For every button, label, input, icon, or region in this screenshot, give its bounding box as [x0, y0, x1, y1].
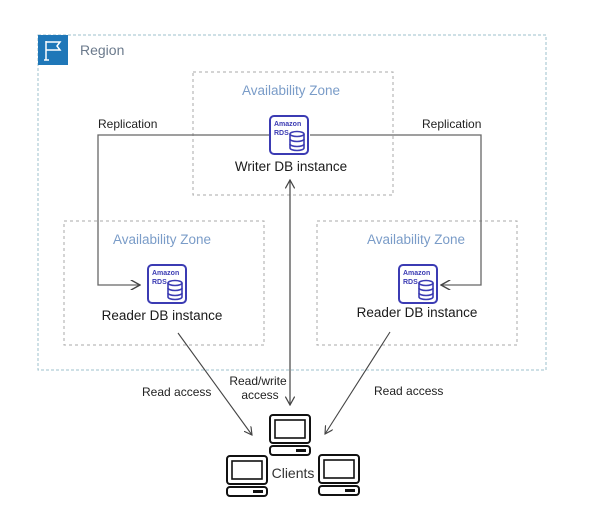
- rds-icon-writer: [269, 115, 309, 155]
- az-right-label: Availability Zone: [367, 232, 465, 247]
- region-label: Region: [80, 42, 124, 58]
- az-writer-label: Availability Zone: [242, 83, 340, 98]
- read-write-label-line2: access: [241, 388, 278, 402]
- read-right-label: Read access: [374, 384, 443, 398]
- replication-right-label: Replication: [422, 117, 481, 131]
- reader-right-db-label: Reader DB instance: [357, 305, 478, 320]
- clients-label: Clients: [272, 465, 315, 481]
- read-write-label-line1: Read/write: [229, 374, 287, 388]
- computer-icon: [226, 455, 268, 497]
- replication-left-label: Replication: [98, 117, 157, 131]
- computer-icon: [269, 414, 311, 456]
- read-right-arrow: [325, 331, 391, 434]
- replication-right-line: [310, 134, 482, 285]
- computer-icon: [318, 454, 360, 496]
- rds-icon-reader-left: [147, 264, 187, 304]
- flag-icon: [44, 41, 62, 61]
- az-left-label: Availability Zone: [113, 232, 211, 247]
- reader-left-db-label: Reader DB instance: [102, 308, 223, 323]
- rds-icon-reader-right: [398, 264, 438, 304]
- read-left-label: Read access: [142, 385, 211, 399]
- writer-db-label: Writer DB instance: [235, 159, 347, 174]
- read-left-arrow: [177, 332, 252, 435]
- replication-left-line: [97, 134, 270, 285]
